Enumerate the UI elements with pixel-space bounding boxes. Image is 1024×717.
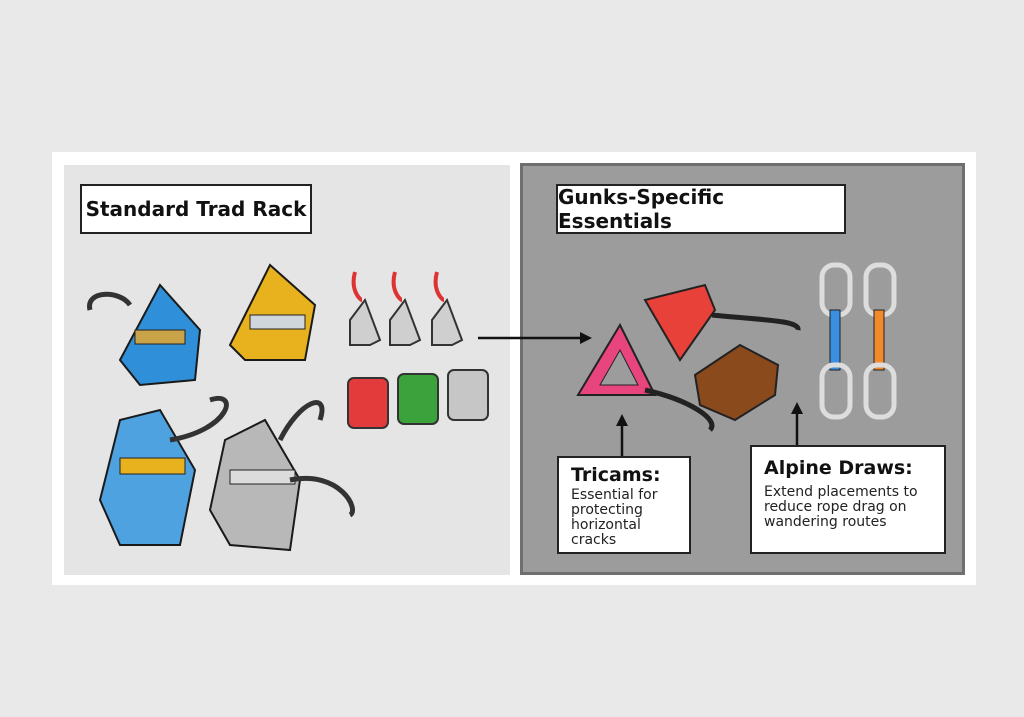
tricams-description: Essential for protecting horizontal crac… bbox=[571, 487, 658, 548]
alpine-draw-blue-icon bbox=[819, 262, 853, 420]
draw-pointer-arrow bbox=[791, 402, 803, 446]
alpine-draws-callout: Alpine Draws: Extend placements to reduc… bbox=[750, 445, 946, 554]
tricam-pointer-arrow bbox=[616, 414, 628, 458]
alpine-draw-orange-icon bbox=[863, 262, 897, 420]
yellow-cam-icon bbox=[228, 263, 317, 361]
alpine-draws-heading: Alpine Draws: bbox=[764, 457, 913, 479]
silver-cam-icon bbox=[208, 400, 355, 552]
pink-tricam-icon bbox=[576, 322, 715, 432]
offset-nut-icons bbox=[347, 369, 489, 429]
tricams-heading: Tricams: bbox=[571, 464, 661, 486]
arrow-icon bbox=[478, 332, 592, 344]
tricams-callout: Tricams: Essential for protecting horizo… bbox=[557, 456, 691, 554]
standard-rack-title: Standard Trad Rack bbox=[80, 184, 312, 234]
hex-icon bbox=[693, 343, 780, 422]
blue-cam-icon bbox=[87, 283, 202, 387]
gunks-essentials-title: Gunks-Specific Essentials bbox=[556, 184, 846, 234]
light-blue-cam-icon bbox=[98, 395, 229, 546]
red-tricam-icon bbox=[643, 283, 801, 362]
alpine-draws-description: Extend placements to reduce rope drag on… bbox=[764, 484, 918, 530]
nut-icons bbox=[349, 271, 464, 346]
